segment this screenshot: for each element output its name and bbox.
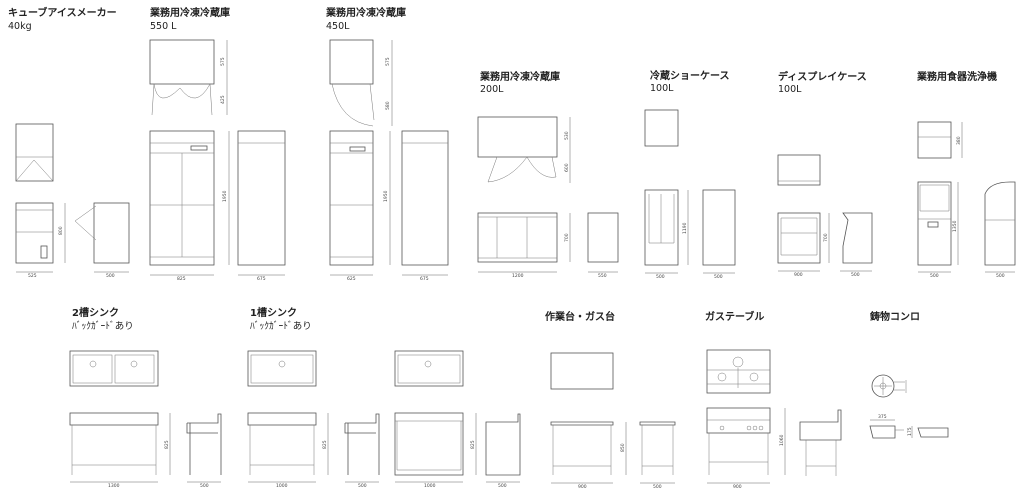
dim-height: 850	[620, 443, 626, 452]
dim-width: 375	[878, 414, 887, 420]
gas-table-title: ガステーブル	[705, 310, 764, 323]
dim-height: 1350	[952, 220, 958, 232]
dim-depth: 550	[598, 273, 607, 279]
dim-height: 1950	[383, 190, 389, 202]
dim-door: 425	[220, 95, 226, 104]
gas-table-drawing: 900 1060	[706, 349, 842, 490]
dim-top: 575	[220, 57, 226, 66]
sink1-subtitle: ﾊﾞｯｸｶﾞｰﾄﾞあり	[250, 321, 312, 332]
sink1-drawing: 1000 500 825	[247, 350, 380, 489]
dim-depth: 500	[106, 273, 115, 279]
dim-top: 575	[385, 57, 391, 66]
fridge-450-capacity: 450L	[326, 21, 350, 32]
dim-height: 825	[164, 440, 170, 449]
display-case-drawing: 900 500 700	[777, 154, 873, 278]
dim-depth: 500	[358, 483, 367, 489]
dim-depth: 675	[257, 276, 266, 282]
dim-door: 600	[564, 163, 570, 172]
dim-width: 500	[656, 274, 665, 280]
dim-door: 580	[385, 101, 391, 110]
dim-depth: 500	[714, 274, 723, 280]
showcase-drawing: 500 500 1190	[644, 109, 736, 280]
dim-depth: 500	[200, 483, 209, 489]
dishwasher-drawing: 500 500 1350 380	[917, 121, 1016, 279]
sink2-drawing: 1300 500 825	[69, 350, 222, 489]
fridge-550-title: 業務用冷凍冷蔵庫	[149, 6, 230, 19]
dim-width: 1000	[276, 483, 288, 489]
dim-depth: 500	[498, 483, 507, 489]
fridge-450-drawing: 625 675 1950 575 580	[329, 39, 449, 282]
showcase-capacity: 100L	[650, 83, 674, 94]
dim-height: 700	[823, 233, 829, 242]
sink1-title: 1槽シンク	[250, 306, 297, 319]
ice-maker-capacity: 40kg	[8, 21, 32, 32]
dim-height: 700	[564, 233, 570, 242]
fridge-200-title: 業務用冷凍冷蔵庫	[479, 70, 560, 83]
dim-height: 1190	[682, 222, 688, 234]
dim-top: 530	[564, 131, 570, 140]
showcase-title: 冷蔵ショーケース	[650, 69, 730, 82]
fridge-550-capacity: 550 L	[150, 21, 177, 32]
dim-width: 825	[177, 276, 186, 282]
dim-width: 900	[578, 484, 587, 490]
dim-height: 1950	[222, 190, 228, 202]
dim-top: 380	[956, 136, 962, 145]
ice-maker-drawing: 525 500 800	[15, 123, 130, 279]
dim-height: 175	[907, 427, 913, 436]
worktable-drawing: 900 500 850	[550, 352, 676, 490]
dim-width: 900	[733, 484, 742, 490]
dim-width: 625	[347, 276, 356, 282]
dim-width: 525	[28, 273, 37, 279]
fridge-200-drawing: 1200 550 700 530 600	[477, 116, 619, 279]
cast-stove-title: 鋳物コンロ	[869, 310, 920, 323]
dim-width: 1200	[512, 273, 524, 279]
dim-width: 900	[794, 272, 803, 278]
dim-depth: 500	[851, 272, 860, 278]
cast-stove-drawing: 375 175	[869, 374, 949, 439]
fridge-550-drawing: 825 675 1950 575 425	[149, 39, 286, 282]
dim-height: 825	[470, 440, 476, 449]
dim-depth: 500	[996, 273, 1005, 279]
sink2-title: 2槽シンク	[72, 306, 119, 319]
dim-width: 1300	[108, 483, 120, 489]
dim-width: 1000	[424, 483, 436, 489]
dim-height: 825	[322, 440, 328, 449]
display-case-capacity: 100L	[778, 84, 802, 95]
fridge-450-title: 業務用冷凍冷蔵庫	[325, 6, 406, 19]
fridge-200-capacity: 200L	[480, 84, 504, 95]
sink1-cabinet-drawing: 1000 500 825	[394, 350, 521, 489]
dim-width: 500	[930, 273, 939, 279]
sink2-subtitle: ﾊﾞｯｸｶﾞｰﾄﾞあり	[72, 321, 134, 332]
dishwasher-title: 業務用食器洗浄機	[916, 70, 997, 83]
display-case-title: ディスプレイケース	[778, 70, 867, 83]
dim-height: 1060	[779, 434, 785, 446]
dim-depth: 500	[653, 484, 662, 490]
worktable-title: 作業台・ガス台	[545, 310, 615, 323]
ice-maker-title: キューブアイスメーカー	[8, 6, 117, 19]
dim-depth: 675	[420, 276, 429, 282]
dim-height: 800	[58, 226, 64, 235]
